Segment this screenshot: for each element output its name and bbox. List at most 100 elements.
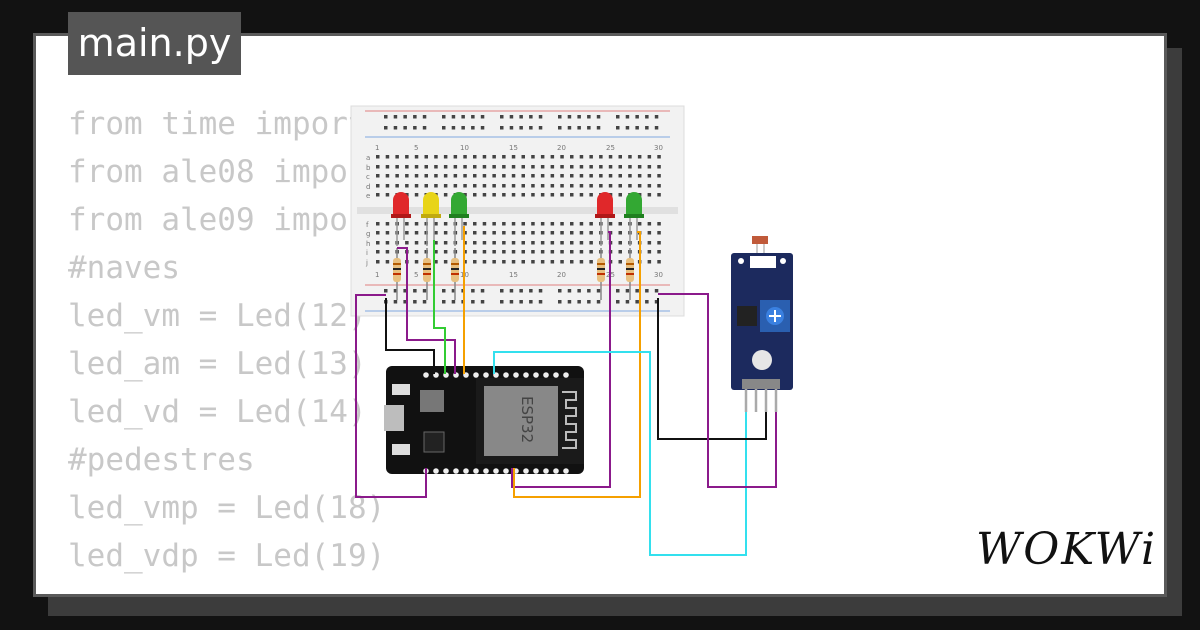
breadboard-hole — [395, 174, 399, 178]
breadboard-hole — [567, 126, 572, 130]
breadboard-hole — [608, 222, 613, 226]
resistor — [597, 248, 605, 300]
row-letter: a — [366, 154, 370, 162]
column-number: 10 — [460, 144, 469, 152]
breadboard-hole — [599, 174, 603, 178]
led-green-pedestrian — [624, 192, 644, 246]
breadboard-hole — [480, 300, 485, 304]
header-pin — [563, 468, 569, 474]
breadboard-hole — [442, 115, 446, 119]
header-pin — [443, 468, 449, 474]
breadboard-hole — [628, 165, 632, 169]
breadboard-hole — [405, 241, 409, 245]
led-red — [391, 192, 411, 246]
breadboard-hole — [577, 289, 581, 293]
breadboard-hole — [509, 115, 514, 119]
breadboard-hole — [540, 155, 545, 159]
breadboard-hole — [482, 165, 487, 169]
breadboard-hole — [405, 165, 409, 169]
breadboard-hole — [451, 115, 456, 119]
breadboard-hole — [531, 193, 535, 197]
breadboard-hole — [376, 174, 380, 178]
breadboard-hole — [654, 115, 659, 119]
breadboard-hole — [560, 231, 564, 235]
breadboard-hole — [579, 155, 584, 159]
column-number: 30 — [654, 144, 663, 152]
breadboard-hole — [376, 250, 380, 254]
breadboard-hole — [531, 260, 535, 264]
breadboard-hole — [521, 165, 525, 169]
breadboard-hole — [385, 155, 390, 159]
file-tab[interactable]: main.py — [68, 12, 241, 75]
header-pin — [533, 468, 539, 474]
breadboard-hole — [482, 155, 487, 159]
breadboard-hole — [647, 155, 652, 159]
breadboard-hole — [616, 126, 620, 130]
breadboard-hole — [560, 260, 564, 264]
breadboard-hole — [385, 184, 390, 188]
breadboard-hole — [587, 300, 591, 304]
breadboard-hole — [511, 260, 516, 264]
breadboard-hole — [558, 126, 562, 130]
resistors — [393, 248, 634, 300]
breadboard-hole — [509, 289, 514, 293]
header-pin — [483, 372, 489, 378]
breadboard-hole — [657, 155, 661, 159]
breadboard-hole — [647, 231, 652, 235]
breadboard-hole — [509, 126, 514, 130]
breadboard-hole — [637, 184, 642, 188]
breadboard-hole — [647, 184, 652, 188]
header-pin — [563, 372, 569, 378]
breadboard-hole — [550, 231, 555, 235]
breadboard-hole — [596, 289, 601, 293]
breadboard-hole — [560, 184, 564, 188]
breadboard-hole — [502, 260, 506, 264]
breadboard-hole — [492, 193, 496, 197]
code-line: #pedestres — [68, 442, 255, 478]
breadboard-hole — [560, 165, 564, 169]
breadboard-hole — [405, 155, 409, 159]
breadboard-hole — [529, 300, 533, 304]
breadboard-hole — [647, 174, 652, 178]
breadboard-hole — [385, 174, 390, 178]
breadboard-hole — [567, 289, 572, 293]
breadboard-hole — [628, 174, 632, 178]
breadboard-hole — [657, 174, 661, 178]
breadboard-hole — [599, 184, 603, 188]
header-pin — [503, 468, 509, 474]
breadboard-hole — [471, 115, 475, 119]
column-number: 25 — [606, 144, 615, 152]
breadboard-hole — [442, 126, 446, 130]
breadboard-holes — [376, 115, 661, 304]
breadboard-hole — [393, 300, 398, 304]
breadboard-hole — [579, 174, 584, 178]
breadboard-hole — [596, 115, 601, 119]
breadboard-hole — [618, 184, 622, 188]
breadboard-hole — [463, 250, 467, 254]
breadboard-hole — [414, 260, 419, 264]
breadboard-hole — [443, 260, 448, 264]
code-editor: from time import sleep from ale08 import… — [68, 100, 516, 580]
breadboard-hole — [519, 289, 523, 293]
breadboard-hole — [434, 241, 438, 245]
breadboard-hole — [529, 289, 533, 293]
breadboard-hole — [443, 222, 448, 226]
breadboard-hole — [599, 165, 603, 169]
breadboard-hole — [385, 250, 390, 254]
breadboard-hole — [511, 241, 516, 245]
breadboard-hole — [413, 115, 417, 119]
breadboard-hole — [463, 231, 467, 235]
breadboard-hole — [529, 115, 533, 119]
breadboard-hole — [645, 289, 649, 293]
resistor — [626, 248, 634, 300]
breadboard-hole — [589, 184, 593, 188]
breadboard-hole — [618, 222, 622, 226]
breadboard-hole — [414, 241, 419, 245]
leds — [391, 192, 644, 246]
breadboard-hole — [560, 250, 564, 254]
breadboard-hole — [385, 165, 390, 169]
breadboard-hole — [395, 165, 399, 169]
breadboard-hole — [647, 241, 652, 245]
breadboard-hole — [482, 260, 487, 264]
breadboard-hole — [502, 241, 506, 245]
